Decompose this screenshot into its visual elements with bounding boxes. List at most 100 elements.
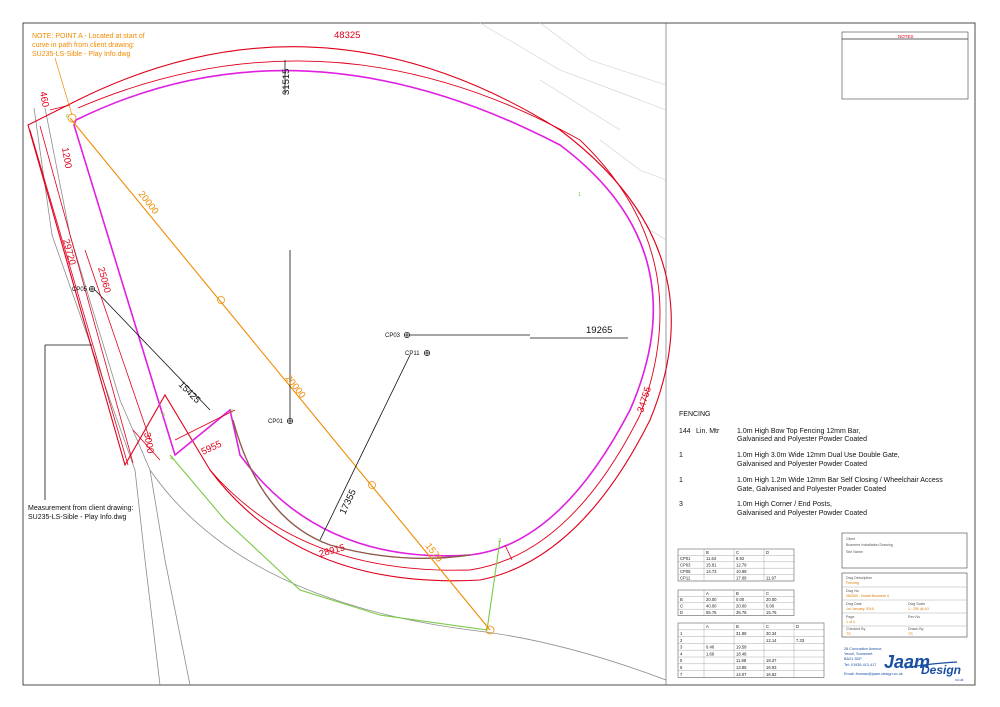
background-map-lines bbox=[479, 22, 667, 241]
email: Email: thomas@jaam-design.co.uk bbox=[844, 672, 903, 676]
cp-table-cell: 17.69 bbox=[736, 575, 747, 580]
points-table-cell: 2 bbox=[680, 638, 683, 643]
points-table-cell: 7.33 bbox=[796, 638, 805, 643]
points-table-header-cell: A bbox=[706, 624, 709, 629]
cp01-label: CP01 bbox=[268, 419, 284, 425]
abc-table-cell: 0.00 bbox=[736, 597, 745, 602]
point-4-label: 4 bbox=[170, 456, 173, 462]
control-point-markers bbox=[88, 285, 431, 425]
address-line3: BA21 3DP bbox=[844, 657, 862, 661]
abc-table-cell: 35.76 bbox=[736, 610, 747, 615]
fencing-item-3-desc1: 1.0m High 1.2m Wide 12mm Bar Self Closin… bbox=[737, 477, 943, 484]
dim-left-25060: 25060 bbox=[95, 266, 112, 294]
points-table-cell: 31.88 bbox=[736, 631, 747, 636]
fencing-item-2-desc2: Galvanised and Polyester Powder Coated bbox=[737, 461, 867, 468]
measure-note-line2: SU235-LS-Sible - Play Info.dwg bbox=[28, 514, 127, 521]
checked-value: TS bbox=[846, 632, 851, 636]
abc-table-header-cell: B bbox=[736, 591, 739, 596]
date-value: 1st January 2016 bbox=[846, 607, 874, 611]
cp-table-cell: 12.79 bbox=[736, 563, 747, 568]
points-table-cell: 6 bbox=[680, 665, 683, 670]
site-label: Site Name bbox=[846, 550, 863, 554]
abc-table-cell: 20.00 bbox=[736, 604, 747, 609]
dim-gate-3000: 3000 bbox=[141, 432, 156, 455]
points-table-cell: 1.66 bbox=[706, 651, 715, 656]
cp-table-cell: CP01 bbox=[680, 556, 691, 561]
checked-label: Checked By bbox=[846, 627, 866, 631]
points-table-cell: 18.48 bbox=[736, 651, 747, 656]
points-table-cell: 1 bbox=[680, 631, 683, 636]
dimension-labels: 48325 31515 460 1200 20000 20000 29720 2… bbox=[37, 30, 654, 565]
point-2-label: 2 bbox=[498, 538, 501, 544]
fencing-item-4-desc2: Galvanised and Polyester Powder Coated bbox=[737, 510, 867, 517]
cp-table-cell: 8.92 bbox=[736, 556, 745, 561]
scale-label: Dwg Scale bbox=[908, 602, 925, 606]
notes-label: NOTES bbox=[898, 34, 914, 39]
point-3-label: 3 bbox=[230, 409, 233, 415]
desc-value: Fencing bbox=[846, 581, 859, 585]
drawn-value: TS bbox=[908, 632, 913, 636]
abc-table-cell: 20.00 bbox=[706, 597, 717, 602]
points-table-cell: 19.58 bbox=[736, 645, 747, 650]
cp-table-cell: 14.73 bbox=[706, 569, 717, 574]
cp-table-cell: 10.99 bbox=[736, 569, 747, 574]
cp-table-cell: 15.81 bbox=[706, 563, 717, 568]
road-edges bbox=[33, 107, 667, 686]
left-dimension-lines bbox=[29, 104, 513, 561]
points-table-cell: 16.82 bbox=[766, 672, 777, 677]
title-block: Client Bosmere Installation Drawing Site… bbox=[841, 532, 968, 682]
dim-diag-lower: 20000 bbox=[283, 373, 308, 401]
cp-table-header-cell: C bbox=[736, 550, 739, 555]
scale-value: 1 : 250 @ A3 bbox=[908, 607, 929, 611]
points-table-cell: 4 bbox=[680, 651, 683, 656]
client-value: Bosmere Installation Drawing bbox=[846, 543, 893, 547]
fencing-item-1-qty: 144 bbox=[679, 428, 691, 435]
fencing-item-4-qty: 3 bbox=[679, 501, 683, 508]
points-table-cell: 18.37 bbox=[766, 658, 777, 663]
abc-table-cell: 0.00 bbox=[766, 604, 775, 609]
fencing-item-4-desc1: 1.0m High Corner / End Posts, bbox=[737, 501, 832, 508]
abc-table-cell: 20.00 bbox=[766, 597, 777, 602]
abc-table-header-cell: C bbox=[766, 591, 769, 596]
note-a-leader bbox=[54, 57, 73, 116]
dimension-lines bbox=[44, 60, 628, 541]
fencing-schedule: FENCING 144 Lin. Mtr 1.0m High Bow Top F… bbox=[679, 411, 943, 517]
page-value: 1 of 4 bbox=[846, 620, 855, 624]
points-table-cell: 30.34 bbox=[766, 631, 777, 636]
abc-table-header-cell: A bbox=[706, 591, 709, 596]
measurement-note: Measurement from client drawing: SU235-L… bbox=[28, 505, 133, 521]
dim-left-29720: 29720 bbox=[60, 238, 77, 266]
dim-left-1200: 1200 bbox=[59, 147, 74, 170]
company-logo: Jaam Design co.uk bbox=[884, 652, 964, 682]
point-6-label: 6 bbox=[66, 114, 69, 120]
points-table-header-cell: D bbox=[796, 624, 799, 629]
points-table-cell: 12.14 bbox=[766, 638, 777, 643]
points-table-cell: 14.07 bbox=[736, 672, 747, 677]
abc-table-cell: B bbox=[680, 597, 683, 602]
fencing-item-3-desc2: Gate, Galvanised and Polyester Powder Co… bbox=[737, 486, 886, 493]
dwg-no-label: Dwg No bbox=[846, 589, 859, 593]
cp-table-cell: CP05 bbox=[680, 569, 691, 574]
cp-table-header-cell: D bbox=[766, 550, 769, 555]
cp-table-header-cell: B bbox=[706, 550, 709, 555]
cp-table-cell: CP03 bbox=[680, 563, 691, 568]
points-table-cell: 13.85 bbox=[736, 665, 747, 670]
dim-vertical-top: 31515 bbox=[281, 69, 292, 95]
address-line1: 28 Coronation Avenue, bbox=[844, 647, 883, 651]
address-line2: Yeovil, Somerset. bbox=[844, 652, 873, 656]
note-point-a: NOTE: POINT A - Located at start of curv… bbox=[32, 33, 145, 58]
abc-table-cell: D bbox=[680, 610, 683, 615]
cp-table-cell: 11.97 bbox=[766, 575, 777, 580]
abc-table-cell: 55.76 bbox=[706, 610, 717, 615]
fencing-item-2-desc1: 1.0m High 3.0m Wide 12mm Dual Use Double… bbox=[737, 452, 900, 459]
point-1-label: 1 bbox=[578, 192, 581, 198]
point-numbers: 1 2 3 4 5 6 bbox=[66, 114, 581, 544]
rev-label: Rev No bbox=[908, 615, 920, 619]
points-table-header-cell: B bbox=[736, 624, 739, 629]
logo-main: Jaam bbox=[884, 652, 930, 672]
fencing-item-1-unit: Lin. Mtr bbox=[696, 428, 720, 435]
dim-cp05-gate: 15425 bbox=[176, 379, 202, 405]
dim-radius-19265: 19265 bbox=[586, 325, 612, 336]
